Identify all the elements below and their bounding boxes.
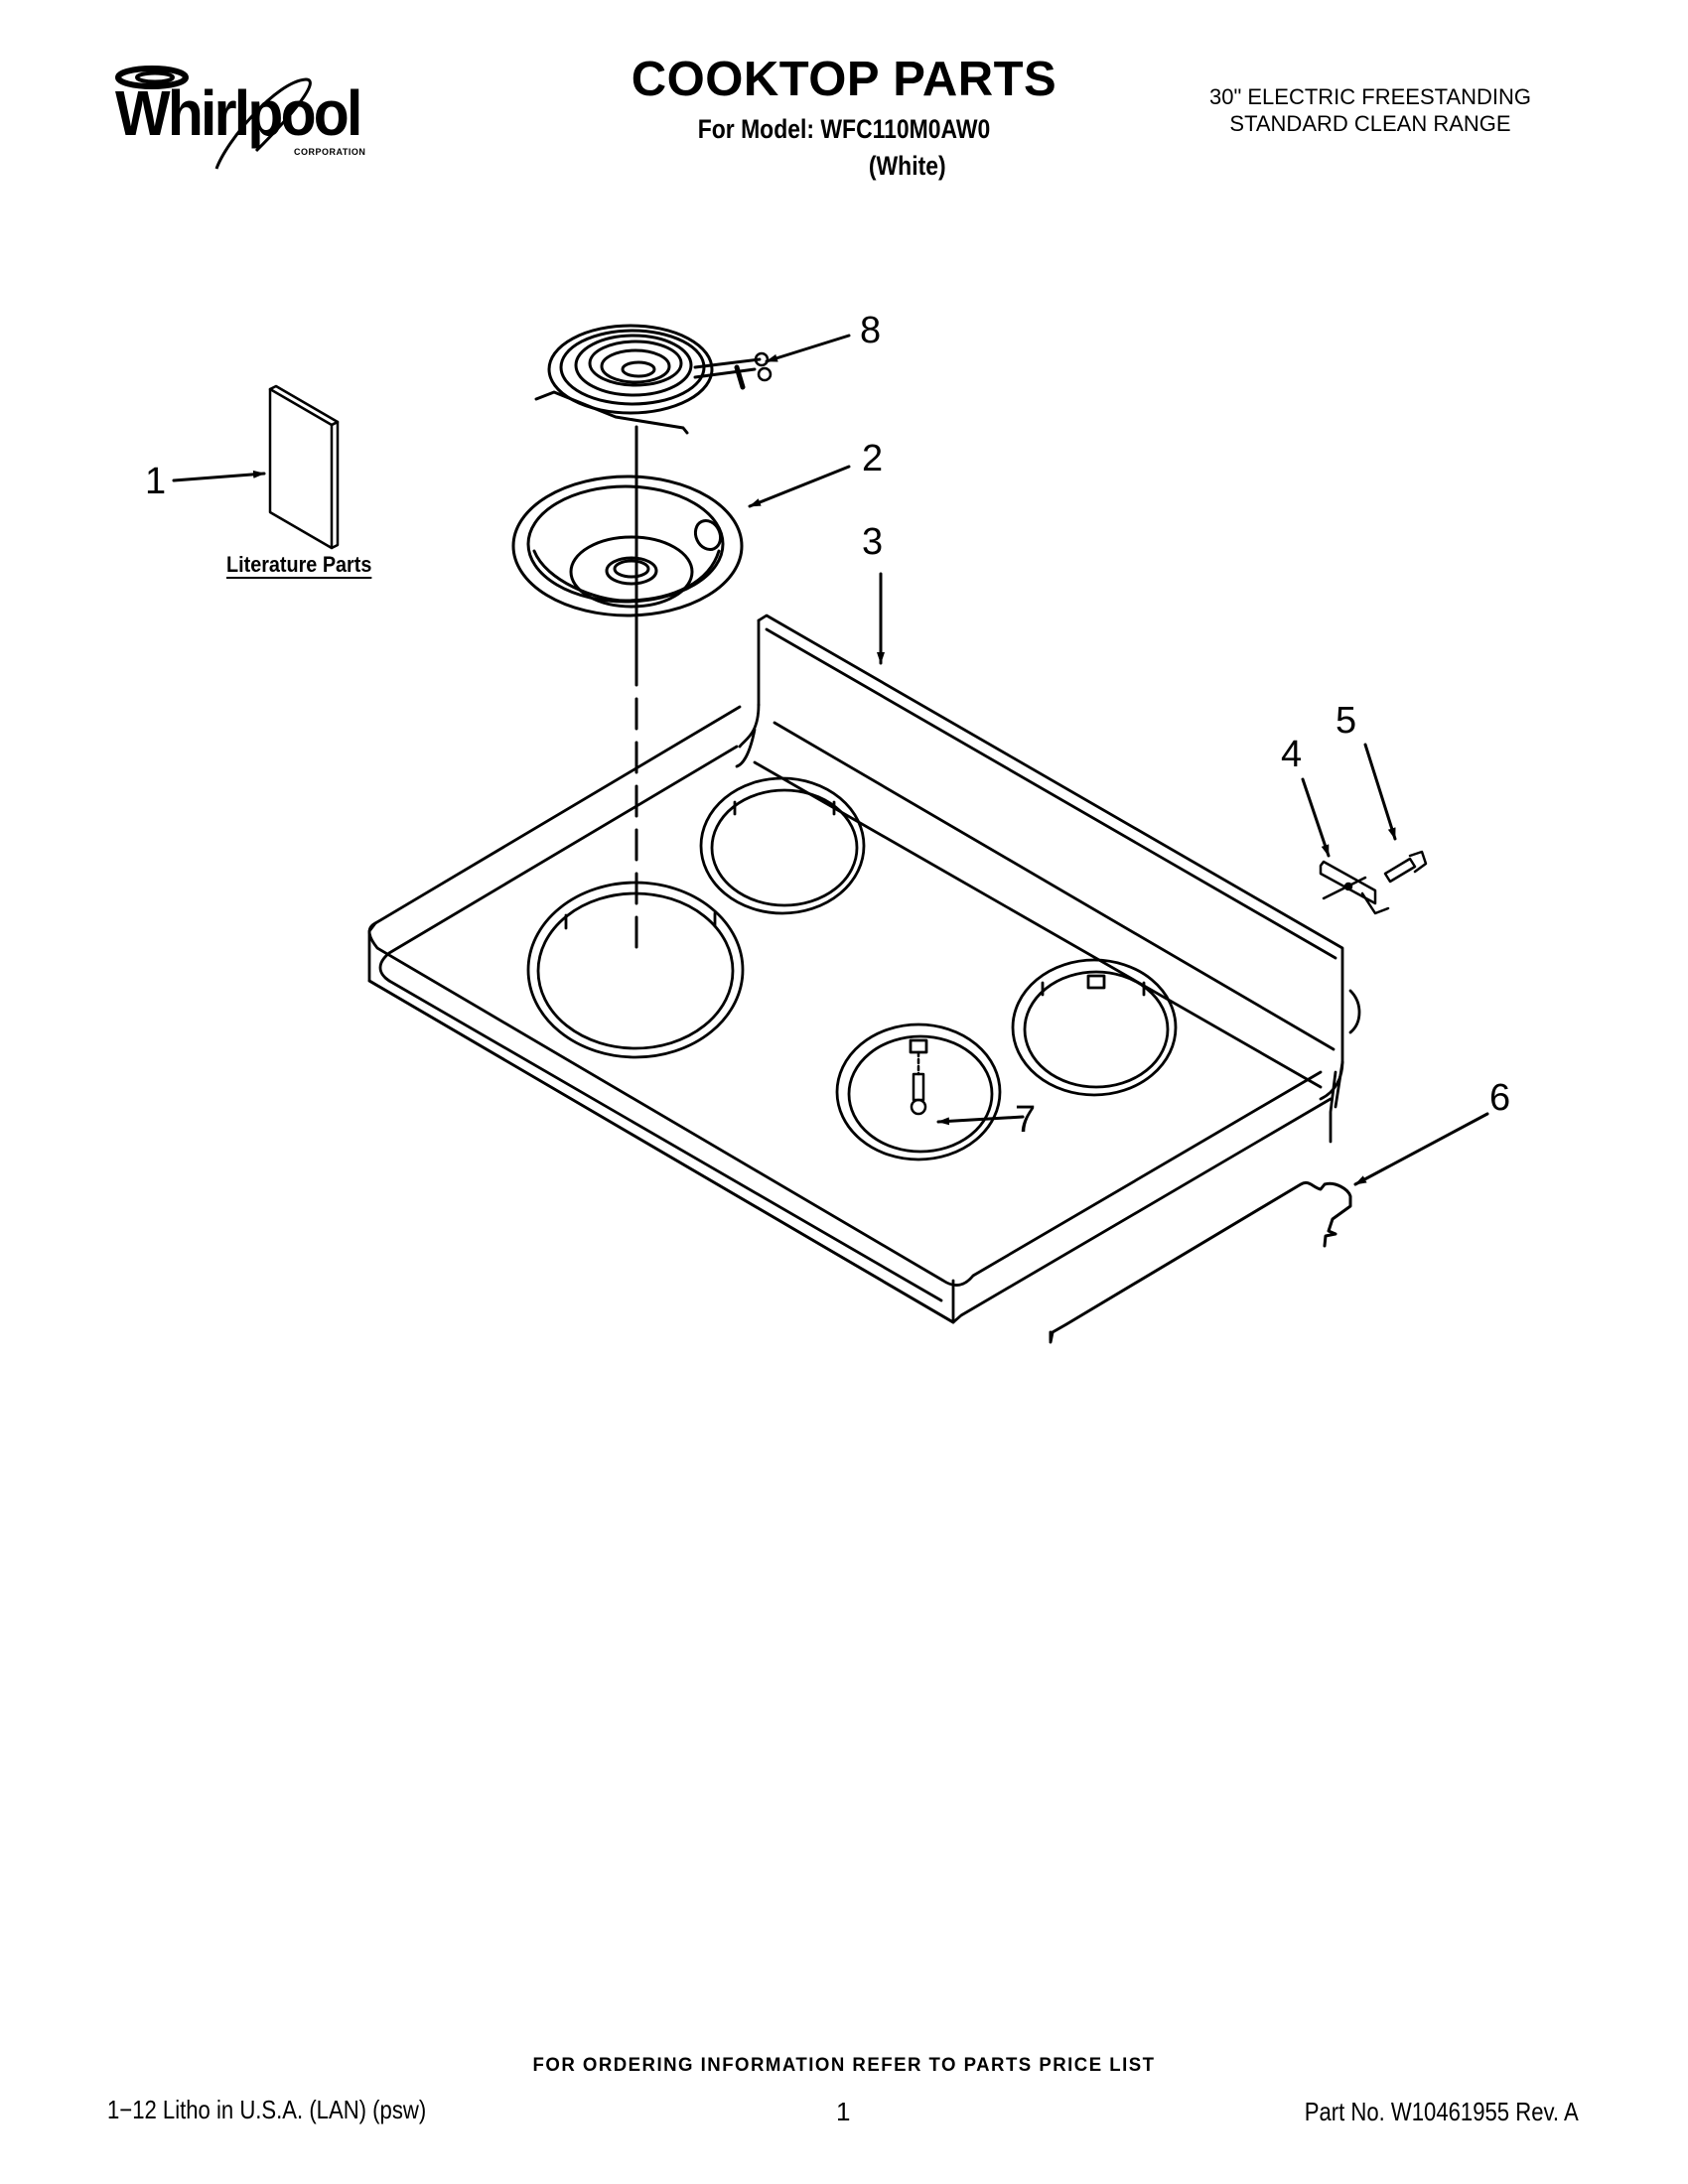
drip-bowl-icon [511,475,744,617]
callout-arrow-8 [765,334,851,363]
swirl-icon [115,66,312,170]
whirlpool-logo: Whirlpool CORPORATION [107,62,375,170]
callout-6: 6 [1489,1077,1510,1119]
callout-arrow-7 [936,1115,1025,1126]
burner-opening-small-front-right [835,1023,1002,1161]
product-line-1: 30" ELECTRIC FREESTANDING [1208,84,1532,109]
literature-booklet-icon [268,384,340,550]
literature-parts-label: Literature Parts [226,552,372,577]
part-number: Part No. W10461955 Rev. A [1305,2097,1579,2126]
callout-5: 5 [1336,700,1356,742]
brand-name: Whirlpool [115,77,362,149]
model-number: For Model: WFC110M0AW0 [697,114,991,144]
surface-element-icon [534,324,773,435]
cooktop-icon [367,614,1361,1324]
brand-sub: CORPORATION [294,147,366,157]
print-info: 1−12 Litho in U.S.A. (LAN) (psw) [107,2095,427,2124]
screw-icon-5 [1383,850,1428,884]
callout-7: 7 [1015,1099,1036,1141]
callout-2: 2 [862,438,883,479]
ordering-note: FOR ORDERING INFORMATION REFER TO PARTS … [532,2055,1156,2076]
clip-icon [1319,860,1390,915]
callout-8: 8 [860,310,881,351]
product-line-2: STANDARD CLEAN RANGE [1229,111,1511,136]
burner-opening-small-rear-right [1011,958,1178,1097]
burner-opening-small-rear-left [699,776,866,915]
callout-arrow-4 [1301,777,1331,858]
callout-arrow-5 [1363,743,1397,841]
callout-arrow-2 [748,465,851,508]
model-color: (White) [868,151,946,181]
page-title-block: COOKTOP PARTS For Model: WFC110M0AW0 (Wh… [0,56,1688,182]
page-title: COOKTOP PARTS [631,53,1057,106]
callout-1: 1 [145,461,166,502]
callout-arrow-6 [1353,1112,1489,1186]
callout-3: 3 [862,521,883,563]
callout-4: 4 [1281,734,1302,775]
burner-opening-large-front-left [526,881,745,1059]
prop-rod-icon [1049,1180,1352,1344]
callout-arrow-1 [172,470,266,482]
product-description: 30" ELECTRIC FREESTANDING STANDARD CLEAN… [1172,83,1569,137]
page-number: 1 [836,2097,851,2126]
screw-icon-7 [910,1050,927,1116]
